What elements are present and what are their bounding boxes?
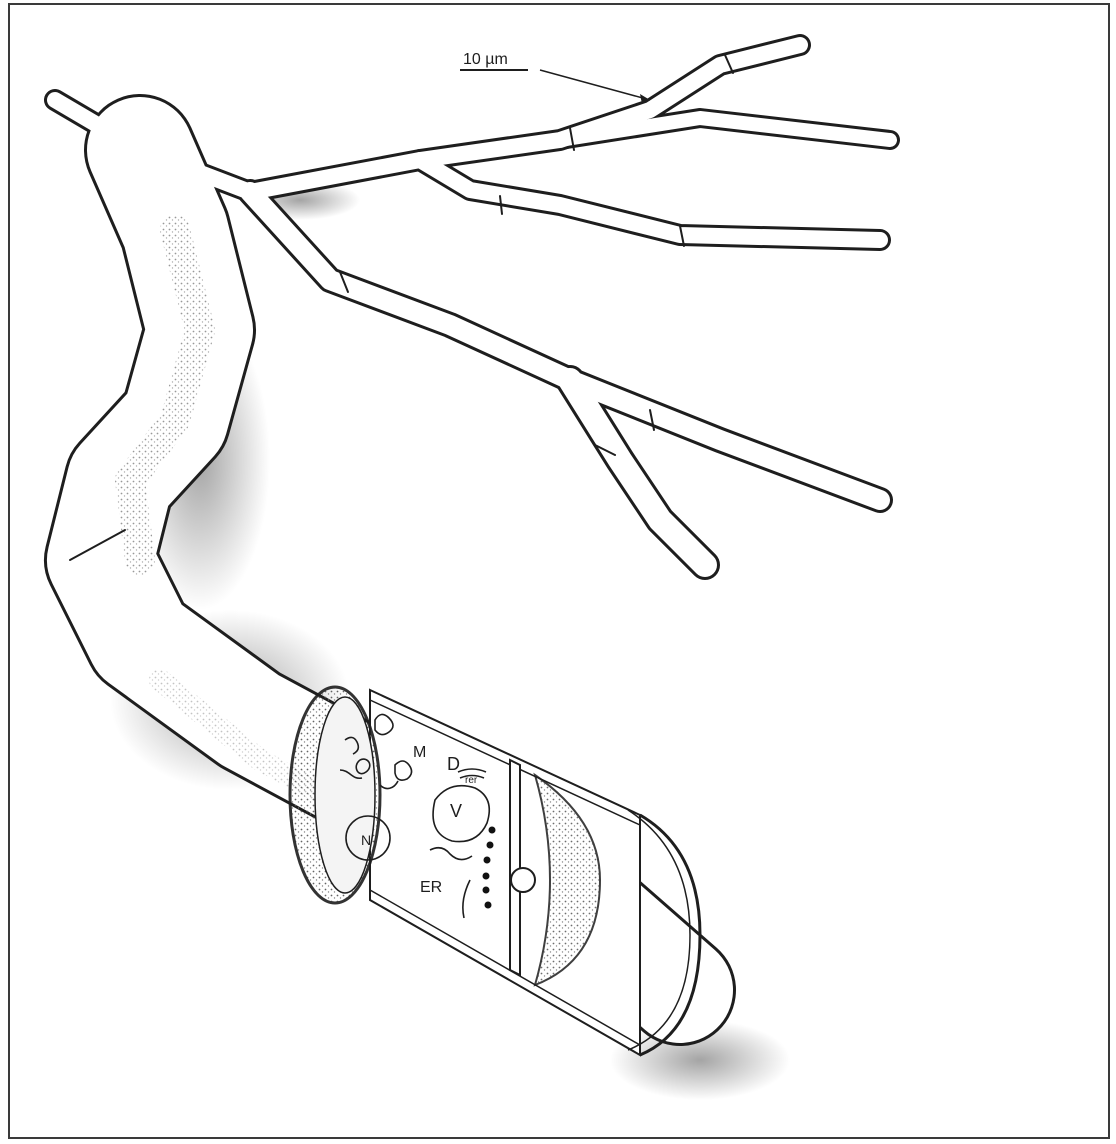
label-er: ER bbox=[420, 879, 442, 896]
septal-pore bbox=[511, 868, 535, 892]
label-dictyosome-sub: rer bbox=[465, 775, 478, 786]
label-nucleus: N bbox=[361, 832, 371, 848]
label-dictyosome: D bbox=[447, 754, 460, 774]
label-mitochondria: M bbox=[413, 744, 426, 761]
label-vacuole: V bbox=[450, 801, 462, 821]
scale-bar-label: 10 µm bbox=[463, 51, 508, 68]
